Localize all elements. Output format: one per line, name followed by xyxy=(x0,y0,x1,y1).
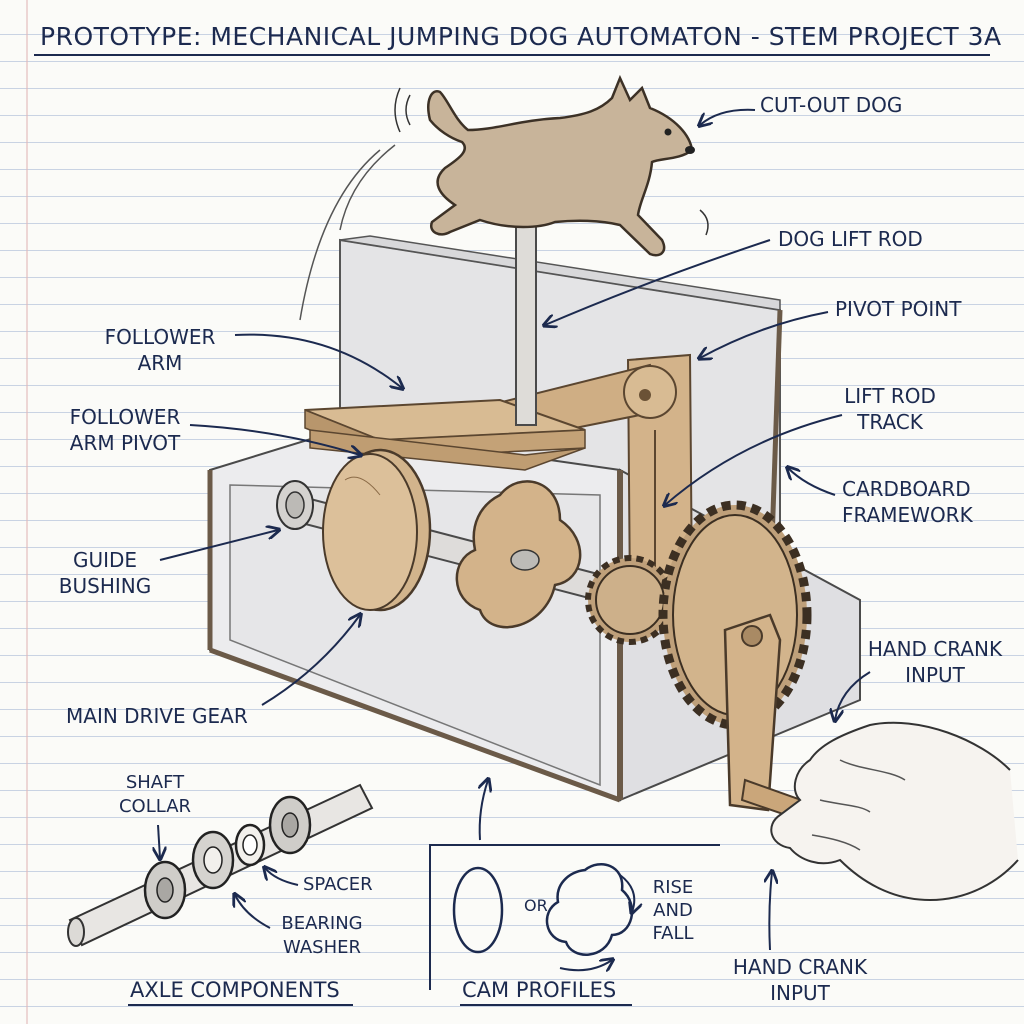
title-underline xyxy=(34,54,990,56)
label-bearing-washer: BEARING WASHER xyxy=(272,912,372,960)
label-rise-and-fall: RISE AND FALL xyxy=(640,876,706,945)
label-cardboard-framework: CARDBOARD FRAMEWORK xyxy=(842,476,973,528)
page-margin-line xyxy=(26,0,28,1024)
page-title: Prototype: Mechanical Jumping Dog Automa… xyxy=(40,22,1002,51)
label-cut-out-dog: CUT-OUT DOG xyxy=(760,93,903,117)
arrow-hand-crank-input xyxy=(835,671,871,720)
label-bearing-washer-line1: BEARING xyxy=(281,913,363,934)
arrow-cut-out-dog xyxy=(700,108,756,125)
trilobe-cam xyxy=(455,480,582,629)
arrow-shaft-collar xyxy=(158,824,160,858)
label-rise-line2: AND xyxy=(653,900,693,921)
label-shaft-collar-line1: SHAFT xyxy=(125,772,185,793)
heading-axle-components-underline xyxy=(128,1004,353,1006)
label-follower-arm-line1: FOLLOWER xyxy=(104,325,216,349)
label-cam-or: OR xyxy=(524,896,548,915)
label-pivot-point: PIVOT POINT xyxy=(835,297,962,321)
arrow-pivot-point xyxy=(700,311,829,358)
label-follower-arm-pivot-line1: FOLLOWER xyxy=(69,405,181,429)
label-hand-crank-input-bottom: HAND CRANK INPUT xyxy=(725,954,875,1006)
label-shaft-collar-line2: COLLAR xyxy=(118,796,192,817)
arrow-spacer xyxy=(265,868,299,886)
cam-profile-oval xyxy=(452,866,504,954)
hand-sketch xyxy=(770,721,1019,902)
heading-cam-profiles: CAM PROFILES xyxy=(462,978,617,1002)
label-follower-arm: FOLLOWER ARM xyxy=(90,324,230,376)
label-hand-crank-input-line2: INPUT xyxy=(905,663,965,687)
label-shaft-collar: SHAFT COLLAR xyxy=(105,771,205,819)
axle-components-sketch xyxy=(67,783,374,947)
label-hand-crank-input: HAND CRANK INPUT xyxy=(855,636,1015,688)
label-hand-crank-input-line1: HAND CRANK xyxy=(867,637,1003,661)
arrow-follower-arm xyxy=(234,333,402,388)
label-follower-arm-line2: ARM xyxy=(137,351,183,375)
arrow-bearing-washer xyxy=(235,895,271,929)
label-guide-bushing: GUIDE BUSHING xyxy=(50,547,160,599)
label-lift-rod-track-line2: TRACK xyxy=(857,410,923,434)
heading-axle-components: AXLE COMPONENTS xyxy=(130,978,340,1002)
arrow-hand-crank-bottom xyxy=(769,872,772,951)
arrow-follower-arm-pivot xyxy=(189,424,360,455)
axle-arrows xyxy=(158,824,299,929)
label-dog-lift-rod: DOG LIFT ROD xyxy=(778,227,923,251)
label-main-drive-gear: MAIN DRIVE GEAR xyxy=(66,704,248,728)
arrow-cam-profiles xyxy=(480,780,488,841)
arrow-guide-bushing xyxy=(159,530,278,561)
label-cardboard-framework-line1: CARDBOARD xyxy=(842,477,971,501)
label-cardboard-framework-line2: FRAMEWORK xyxy=(842,503,973,527)
label-lift-rod-track-line1: LIFT ROD xyxy=(844,384,936,408)
small-gear xyxy=(585,555,675,645)
label-lift-rod-track: LIFT ROD TRACK xyxy=(835,383,945,435)
label-bearing-washer-line2: WASHER xyxy=(283,937,361,958)
leader-arrows xyxy=(159,108,871,951)
label-hand-crank-input-bottom-line1: HAND CRANK xyxy=(732,955,868,979)
arrow-cardboard-framework xyxy=(788,468,836,496)
heading-cam-profiles-underline xyxy=(460,1004,632,1006)
arrow-main-drive-gear xyxy=(261,615,360,706)
label-follower-arm-pivot: FOLLOWER ARM PIVOT xyxy=(55,404,195,456)
cam-profiles-panel xyxy=(429,844,720,990)
arrow-dog-lift-rod xyxy=(545,239,771,325)
label-guide-bushing-line1: GUIDE xyxy=(72,548,138,572)
label-guide-bushing-line2: BUSHING xyxy=(58,574,152,598)
label-rise-line1: RISE xyxy=(652,877,694,898)
arrow-lift-rod-track xyxy=(665,414,843,505)
label-hand-crank-input-bottom-line2: INPUT xyxy=(770,981,830,1005)
cam-profile-trilobe xyxy=(545,863,634,956)
label-rise-line3: FALL xyxy=(652,923,694,944)
label-follower-arm-pivot-line2: ARM PIVOT xyxy=(69,431,181,455)
cut-out-dog xyxy=(299,74,709,321)
main-drive-gear-disc xyxy=(322,448,432,612)
label-spacer: SPACER xyxy=(303,874,373,895)
